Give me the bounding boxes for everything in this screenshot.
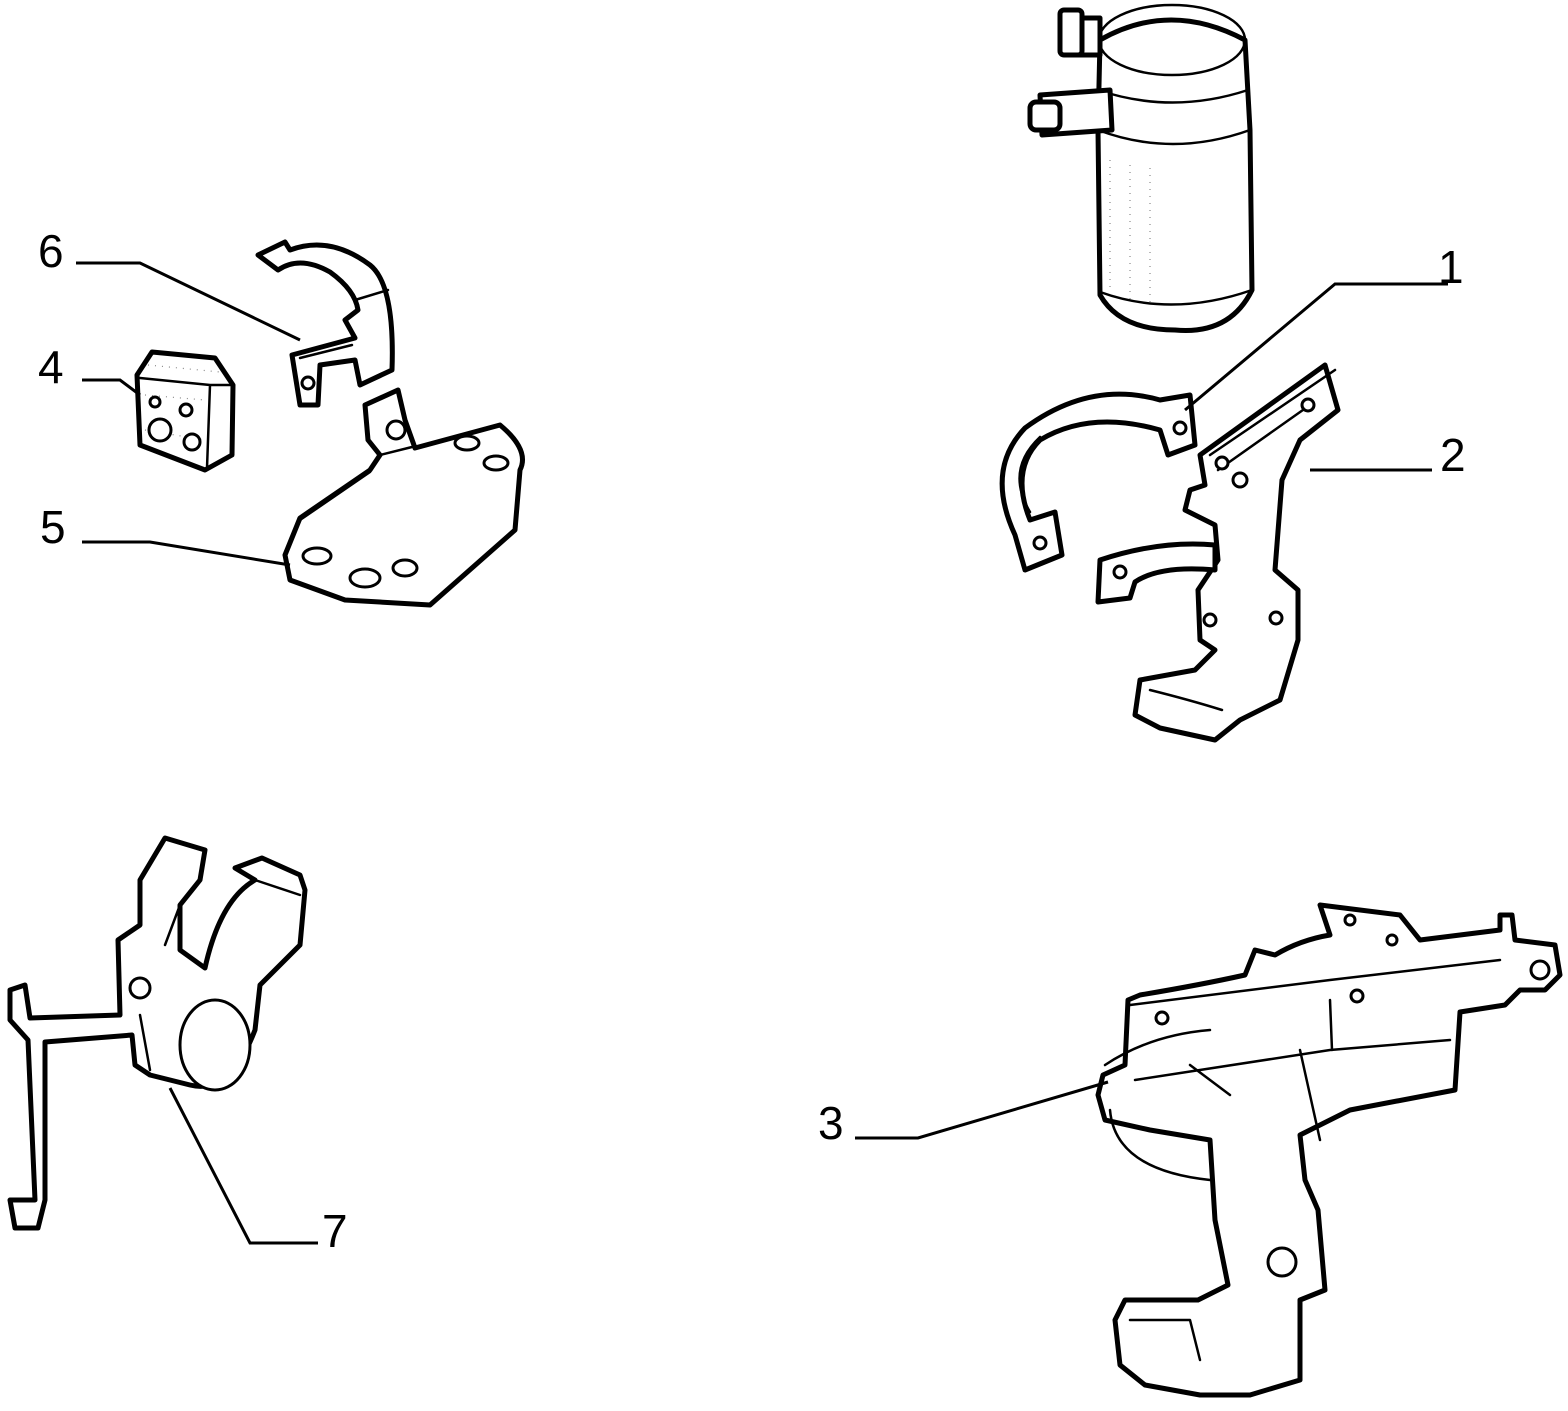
callout-6: 6 [38,225,64,277]
receiver-drier-cylinder [1027,3,1255,333]
leader-lines [76,261,1448,1245]
part-2-mounting-bracket [1095,362,1341,743]
callout-3: 3 [818,1097,844,1149]
callout-7: 7 [322,1205,348,1257]
leader-1 [1184,282,1448,412]
part-5-plate-bracket [282,387,525,608]
leader-6 [76,261,301,342]
part-7-pipe-holder [7,835,308,1231]
callout-2: 2 [1440,429,1466,481]
leader-4 [82,378,141,397]
part-1-strap-clamp [999,391,1198,573]
callout-4: 4 [38,341,64,393]
leader-5 [82,540,291,567]
part-6-clip [255,239,395,408]
leader-7 [168,1087,318,1245]
leader-3 [855,1080,1109,1140]
part-3-assembled-bracket [1095,902,1563,1398]
callout-5: 5 [40,501,66,553]
callout-1: 1 [1438,241,1464,293]
part-4-rubber-block [134,349,236,473]
